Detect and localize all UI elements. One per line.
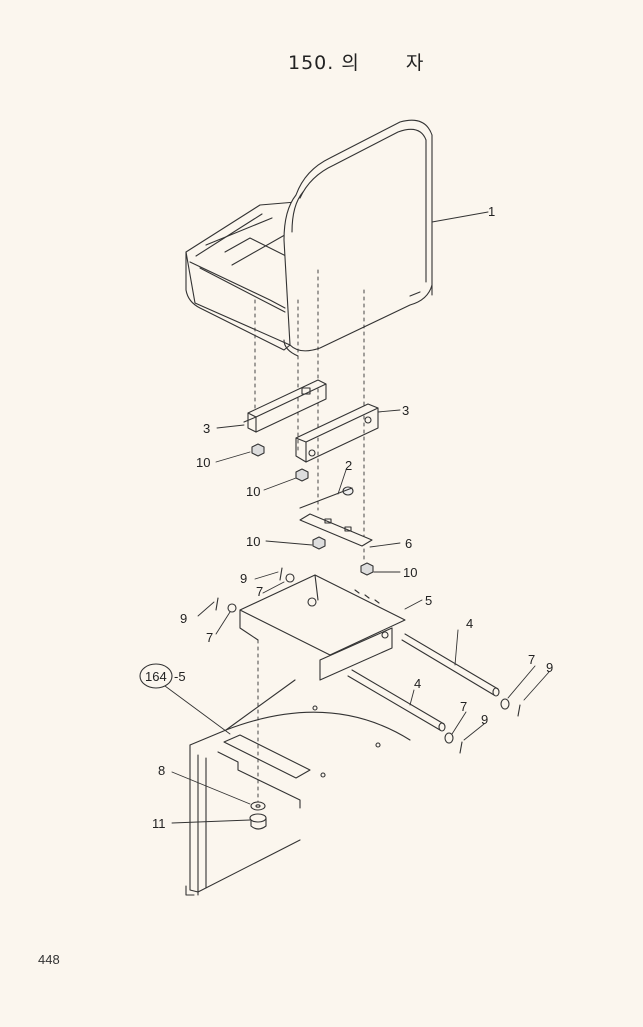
callout-10-d: 10: [403, 565, 417, 580]
title-word-2: 자: [405, 52, 425, 74]
callout-3-right: 3: [402, 403, 409, 418]
leader-seat: [431, 211, 489, 223]
page-title: 150. 의 자: [288, 48, 424, 75]
callout-7-rear: 7: [528, 652, 535, 667]
callout-164: 164: [145, 669, 167, 684]
lower-fasteners: [249, 801, 267, 830]
callout-9-left: 9: [180, 611, 187, 626]
callout-10-a: 10: [196, 455, 210, 470]
callout-8: 8: [158, 763, 165, 778]
washers: [227, 573, 510, 744]
rods: [347, 633, 500, 732]
callout-7-left: 7: [206, 630, 213, 645]
nut-group: [251, 443, 374, 576]
seat-assembly: [185, 119, 433, 357]
base-frame: [239, 574, 406, 681]
callout-4-front: 4: [414, 676, 421, 691]
bracket-right: [295, 403, 379, 463]
page-number: 448: [38, 952, 60, 967]
callout-10-b: 10: [246, 484, 260, 499]
callout-7-top: 7: [256, 584, 263, 599]
callout-164-suffix: -5: [174, 669, 186, 684]
callout-1: 1: [488, 204, 495, 219]
callout-2: 2: [345, 458, 352, 473]
title-number: 150.: [288, 52, 335, 74]
callout-7-front: 7: [460, 699, 467, 714]
callout-9-top: 9: [240, 571, 247, 586]
callout-labels: 1 2 3 3 4 4 5 6 7 7 7 7 9 9 9 9 10 10 10…: [145, 204, 553, 831]
pin-and-plate: [299, 486, 373, 547]
callout-3-left: 3: [203, 421, 210, 436]
cotter-pins: [215, 567, 521, 754]
callout-5: 5: [425, 593, 432, 608]
callout-9-front: 9: [481, 712, 488, 727]
bracket-left: [243, 379, 327, 433]
truck-body: [185, 679, 411, 896]
assembly-lines: [254, 269, 365, 811]
ref-circle-outline: [139, 663, 173, 689]
callout-11: 11: [152, 816, 166, 831]
title-word-1: 의: [341, 52, 360, 74]
callout-6: 6: [405, 536, 412, 551]
callout-4-rear: 4: [466, 616, 473, 631]
callout-9-rear: 9: [546, 660, 553, 675]
leader-lines: [164, 409, 550, 824]
callout-10-c: 10: [246, 534, 260, 549]
